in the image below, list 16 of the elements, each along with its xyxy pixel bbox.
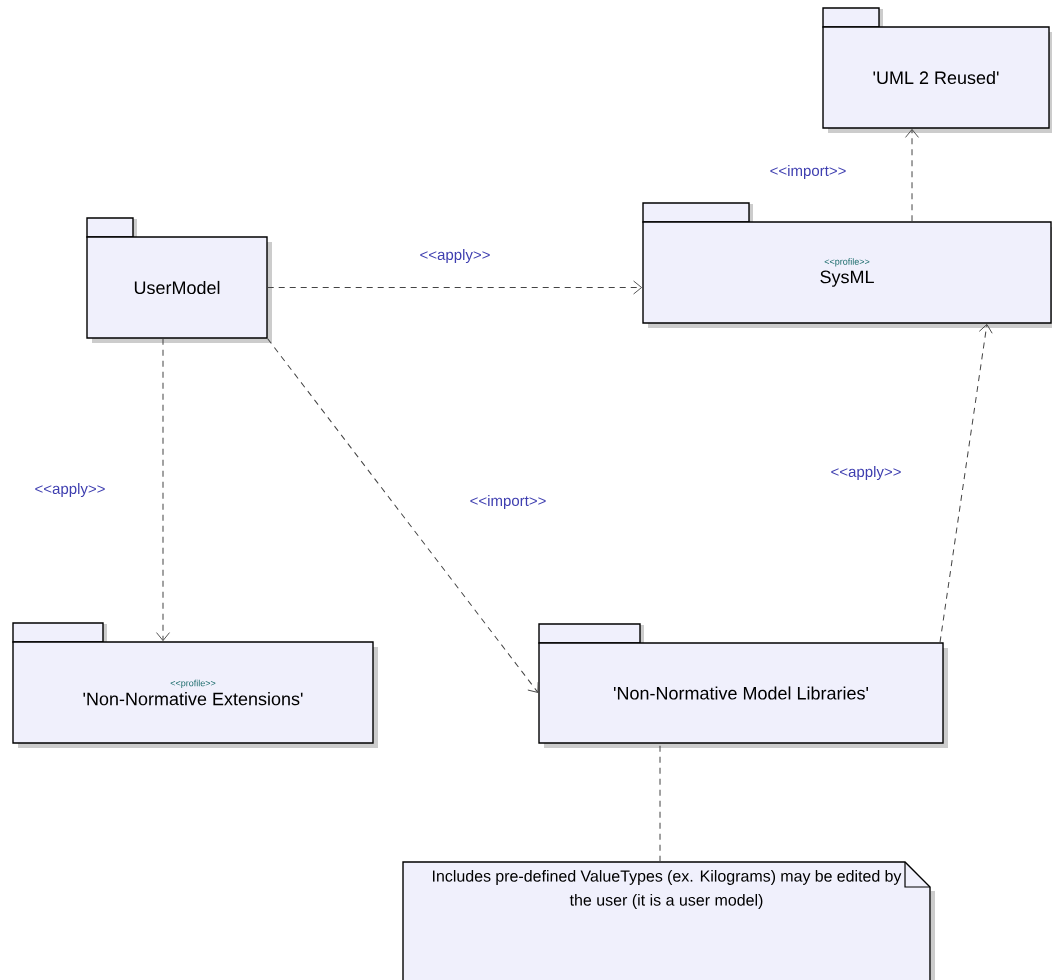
edge-label: <<import>> [468, 494, 548, 510]
edge-label: <<apply>> [829, 465, 903, 481]
package-box: UserModel [86, 217, 272, 343]
note-box: Includes pre-defined ValueTypes (ex. Kilograms) may be edited by the user (it is a user model) [402, 861, 935, 980]
package-box: <<profile>> 'Non-Normative Extensions' [12, 622, 378, 748]
edge-label: <<apply>> [418, 248, 492, 264]
package-box: 'Non-Normative Model Libraries' [538, 623, 948, 748]
dependency-arrow [905, 128, 919, 222]
edge-label: <<import>> [768, 164, 848, 180]
dependency-arrow [267, 280, 643, 295]
edge-label: <<apply>> [33, 482, 107, 498]
package-box: <<profile>> SysML [642, 202, 1052, 328]
dependency-arrow [267, 338, 539, 693]
dependency-arrow [939, 323, 993, 643]
package-box: 'UML 2 Reused' [822, 7, 1052, 133]
dependency-arrow [156, 338, 170, 642]
